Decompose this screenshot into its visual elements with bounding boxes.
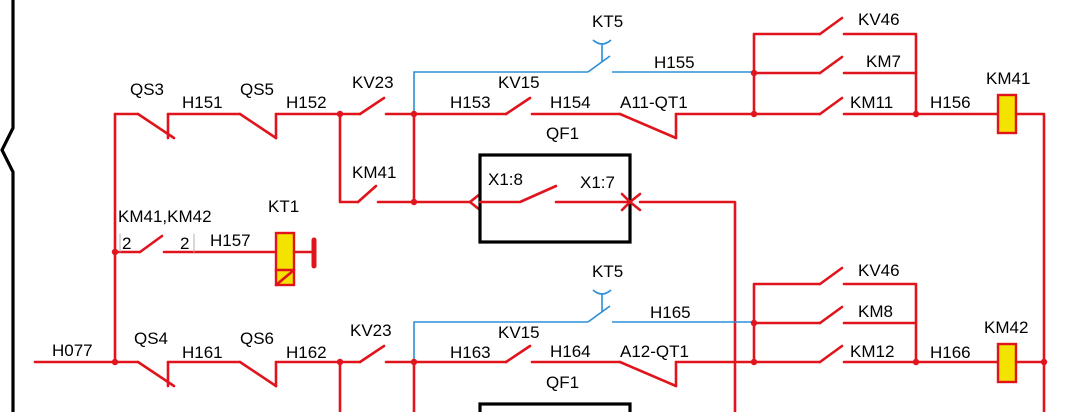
label-h156: H156: [930, 93, 971, 112]
labels: QS3 H151 QS5 H152 KV23 KV15 H153 H154 KT…: [52, 10, 1030, 392]
upper-circuit: [113, 16, 1046, 412]
label-km41-contact: KM41: [352, 163, 396, 182]
label-h165: H165: [650, 303, 691, 322]
label-km8: KM8: [858, 302, 893, 321]
label-km12: KM12: [850, 342, 894, 361]
label-2-right: 2: [180, 234, 189, 253]
left-bracket: [0, 0, 15, 412]
km41-coil: [996, 93, 1018, 135]
label-kv23-bot: KV23: [350, 321, 392, 340]
a11-qt1-contact: [618, 112, 678, 140]
label-kt5-top: KT5: [592, 12, 623, 31]
kv46-bot-contact: [818, 266, 844, 286]
kt1-coil: [274, 231, 296, 287]
km42-coil: [996, 342, 1018, 384]
kv23-top-contact: [358, 96, 386, 116]
label-h152: H152: [286, 93, 327, 112]
kv15-bot-contact: [504, 344, 532, 364]
km7-contact: [818, 55, 844, 75]
label-qs5: QS5: [240, 80, 274, 99]
label-kv23-top: KV23: [352, 73, 394, 92]
x1-terminal-box: [478, 153, 632, 244]
label-qs3: QS3: [130, 80, 164, 99]
km8-contact: [818, 305, 844, 325]
label-kv15-top: KV15: [498, 73, 540, 92]
label-2-left: 2: [122, 234, 131, 253]
label-h151: H151: [182, 93, 223, 112]
label-kv15-bot: KV15: [498, 323, 540, 342]
kv46-top-contact: [818, 16, 844, 36]
label-km7: KM7: [866, 52, 901, 71]
label-km42: KM42: [984, 318, 1028, 337]
label-x1-8: X1:8: [488, 170, 523, 189]
label-kt5-bot: KT5: [592, 262, 623, 281]
lower-circuit: [33, 266, 1048, 412]
label-h166: H166: [930, 343, 971, 362]
label-kv46-bot: KV46: [858, 261, 900, 280]
label-h163: H163: [450, 343, 491, 362]
label-h154: H154: [550, 93, 591, 112]
label-x1-7: X1:7: [580, 173, 615, 192]
label-h164: H164: [550, 342, 591, 361]
km11-contact: [818, 96, 844, 116]
label-qs4: QS4: [134, 329, 168, 348]
km41-km42-contact: [138, 234, 164, 254]
qs5-contact: [238, 112, 278, 140]
kv23-bot-contact: [358, 344, 386, 364]
kv15-top-contact: [504, 96, 532, 116]
qs6-contact: [238, 360, 278, 388]
a12-qt1-contact: [618, 360, 678, 388]
label-h077: H077: [52, 341, 93, 360]
kt5-top-contact: [587, 55, 611, 73]
label-km11: KM11: [850, 93, 893, 112]
label-kt1: KT1: [268, 197, 299, 216]
label-h161: H161: [182, 343, 223, 362]
label-kv46-top: KV46: [858, 10, 900, 29]
label-km41: KM41: [986, 69, 1030, 88]
x1-terminal-box-lower: [478, 402, 632, 412]
label-qf1-top: QF1: [546, 124, 579, 143]
label-h153: H153: [450, 93, 491, 112]
label-qf1-bot: QF1: [546, 373, 579, 392]
km12-contact: [818, 344, 844, 364]
label-h162: H162: [286, 343, 327, 362]
label-qs6: QS6: [240, 329, 274, 348]
label-h157: H157: [210, 231, 251, 250]
label-a11-qt1: A11-QT1: [620, 93, 688, 112]
km41-contact: [356, 184, 378, 204]
label-h155: H155: [654, 53, 695, 72]
label-a12-qt1: A12-QT1: [620, 342, 689, 361]
kt5-bot-contact: [587, 305, 611, 323]
label-km41-km42: KM41,KM42: [118, 207, 212, 226]
kt1-branch: [111, 231, 317, 287]
